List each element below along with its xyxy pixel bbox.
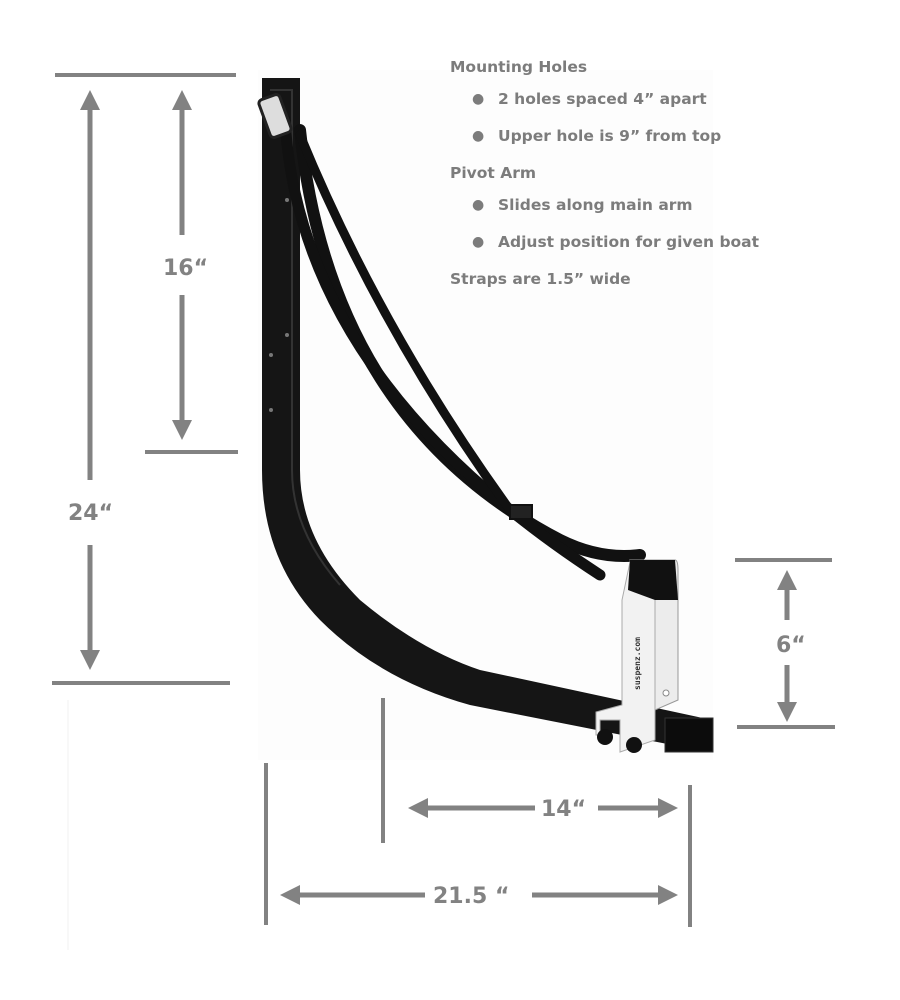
total-height-label: 24“	[68, 501, 113, 526]
list-item: ●Slides along main arm	[472, 196, 693, 214]
bullet-icon: ●	[472, 234, 485, 250]
pivot-arm: suspenz.com	[595, 559, 679, 753]
bullet-icon: ●	[472, 197, 485, 213]
section-heading: Pivot Arm	[450, 164, 537, 182]
pivot-height-label: 6“	[776, 633, 806, 658]
bullet-icon: ●	[472, 91, 485, 107]
brand-label: suspenz.com	[633, 637, 642, 690]
list-item: ●2 holes spaced 4” apart	[472, 90, 707, 108]
dimension-lines	[52, 73, 835, 927]
bullet-icon: ●	[472, 128, 485, 144]
straps	[279, 114, 646, 581]
list-item: ●Upper hole is 9” from top	[472, 127, 722, 145]
spec-notes: Mounting Holes ●2 holes spaced 4” apart …	[450, 58, 759, 302]
strap-width-note: Straps are 1.5” wide	[450, 270, 631, 288]
section-heading: Mounting Holes	[450, 58, 588, 76]
dimension-arrows	[80, 90, 797, 905]
rack-main-arm	[262, 78, 714, 753]
buckle	[257, 93, 293, 139]
pivot-depth-label: 14“	[541, 797, 586, 822]
list-item: ●Adjust position for given boat	[472, 233, 760, 251]
mount-height-label: 16“	[163, 256, 208, 281]
total-depth-label: 21.5 “	[433, 884, 509, 909]
